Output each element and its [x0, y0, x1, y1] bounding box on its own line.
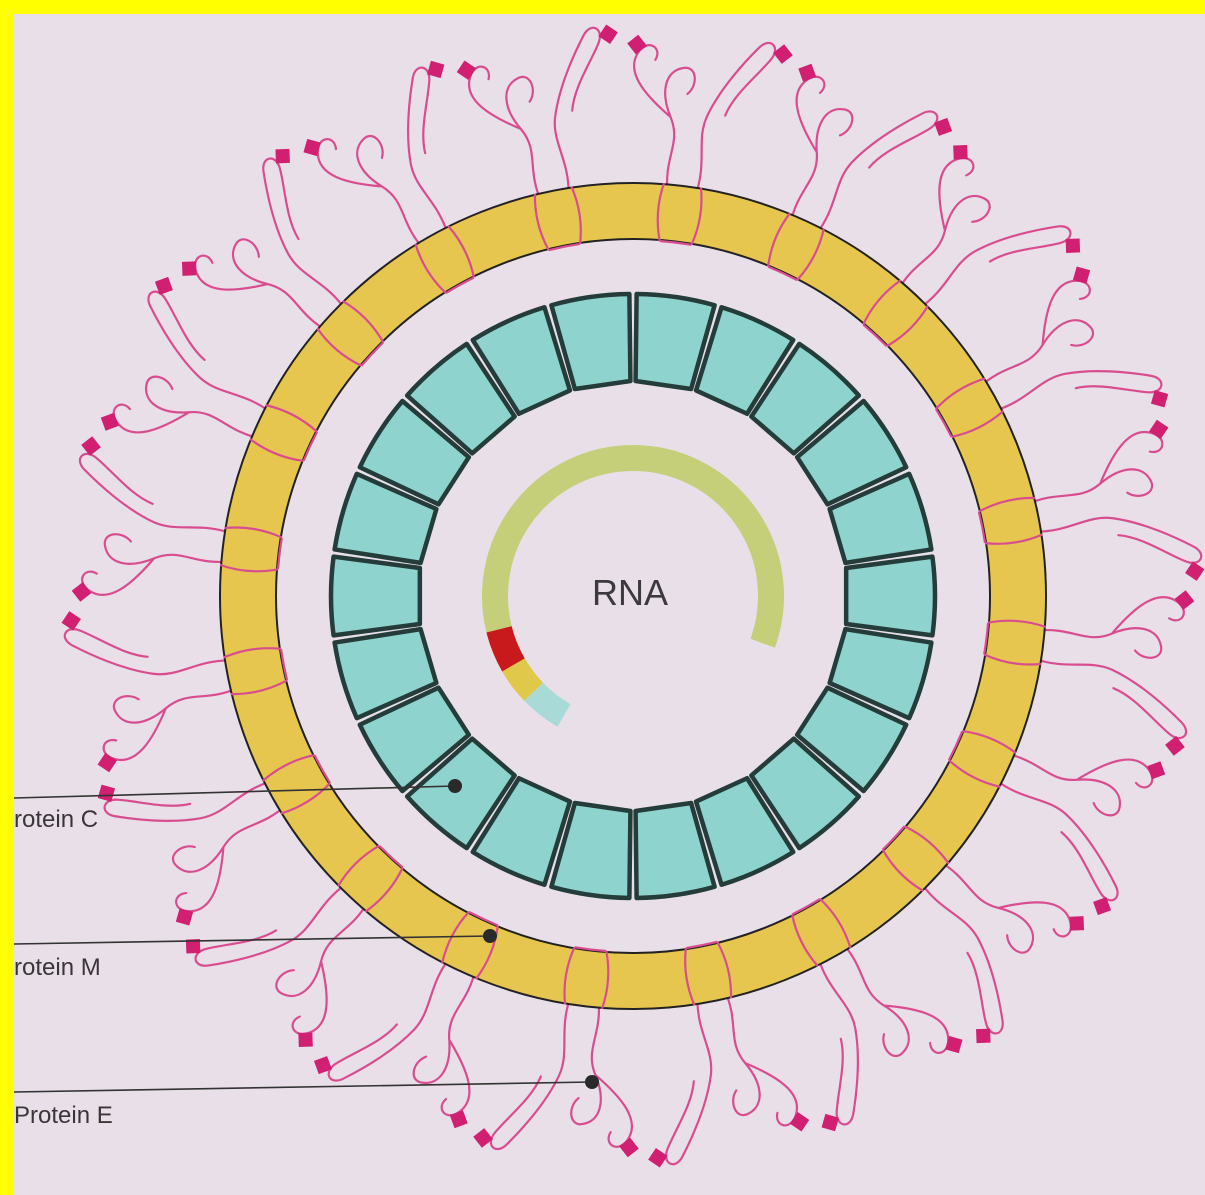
capsid-subunit: [331, 557, 420, 636]
protein-m-label: rotein M: [14, 954, 101, 981]
glycan-marker: [953, 145, 968, 160]
rna-segment-yellow-2: [513, 665, 533, 692]
leader-dot-protein-e: [585, 1075, 599, 1089]
glycan-marker: [298, 1033, 313, 1048]
protein-c-label: rotein C: [14, 806, 98, 833]
glycan-marker: [976, 1029, 991, 1044]
protein-e-label: Protein E: [14, 1102, 113, 1129]
rna-segment-red: [499, 629, 513, 665]
rna-label: RNA: [592, 572, 668, 613]
glycan-marker: [182, 261, 197, 276]
glycan-marker: [1070, 916, 1085, 931]
glycan-marker: [1066, 238, 1081, 253]
glycan-marker: [275, 149, 290, 164]
capsid-subunit: [846, 557, 935, 636]
leader-dot-protein-m: [483, 929, 497, 943]
leader-dot-protein-c: [448, 779, 462, 793]
